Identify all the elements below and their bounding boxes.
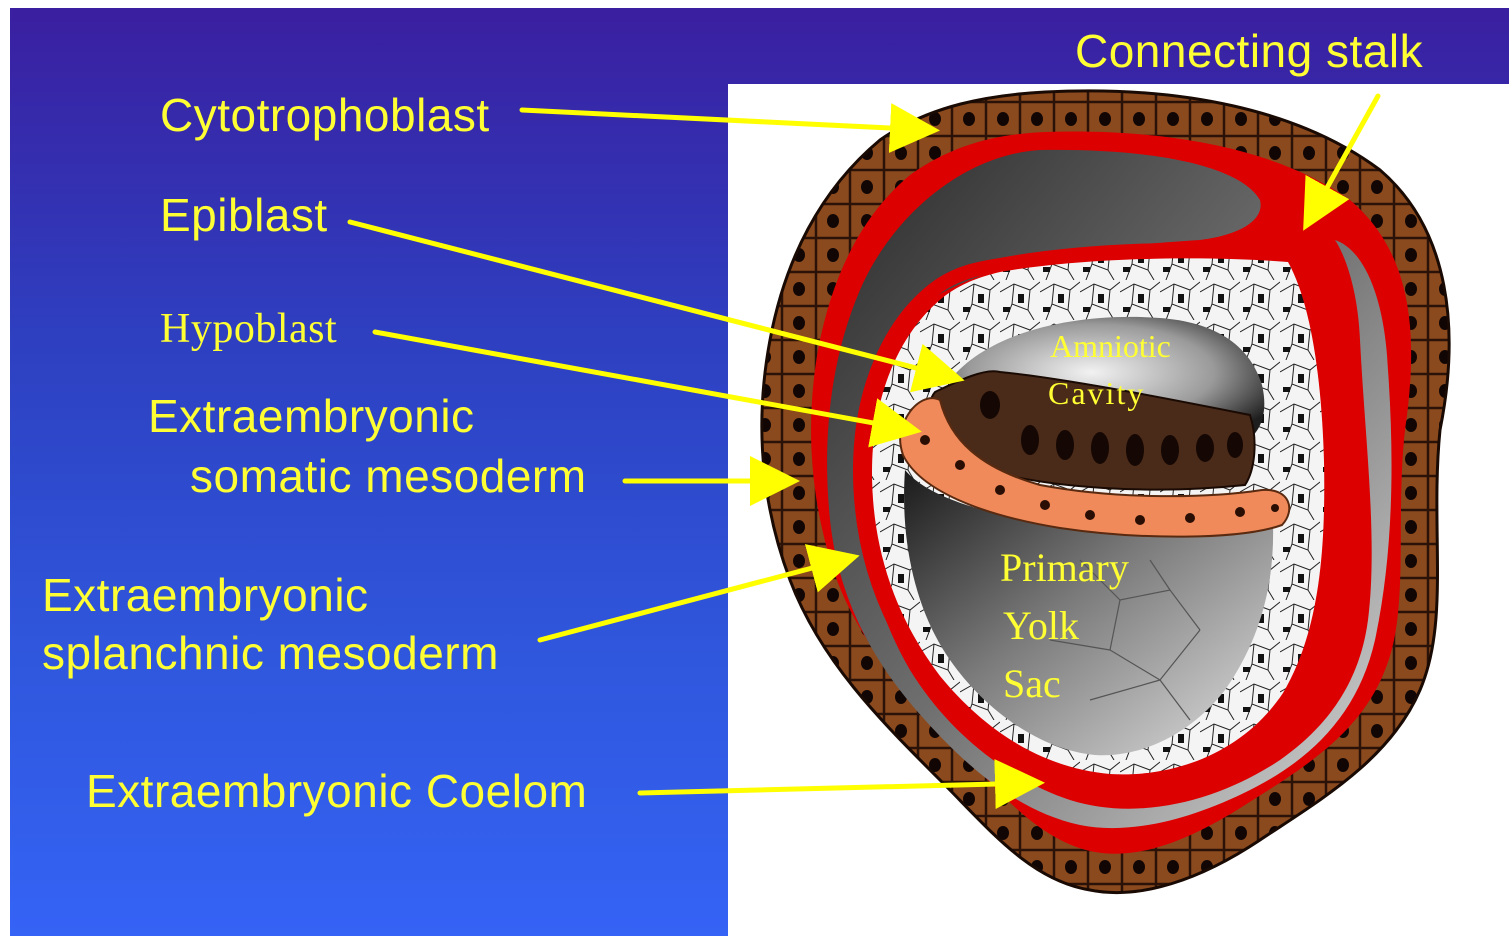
label-epiblast: Epiblast: [160, 192, 328, 238]
label-connecting-stalk: Connecting stalk: [1075, 28, 1423, 74]
label-somatic-mesoderm-line1: Extraembryonic: [148, 393, 475, 439]
label-hypoblast: Hypoblast: [160, 308, 337, 350]
label-yolk-line3: Sac: [1003, 664, 1061, 704]
arrow-cytotrophoblast: [522, 110, 930, 130]
label-amniotic-line1: Amniotic: [1050, 330, 1171, 362]
label-splanchnic-mesoderm-line2: splanchnic mesoderm: [42, 630, 499, 676]
label-amniotic-line2: Cavity: [1048, 377, 1145, 409]
label-somatic-mesoderm-line2: somatic mesoderm: [190, 453, 587, 499]
label-yolk-line1: Primary: [1000, 548, 1129, 588]
label-yolk-line2: Yolk: [1003, 606, 1079, 646]
label-splanchnic-mesoderm-line1: Extraembryonic: [42, 572, 369, 618]
label-cytotrophoblast: Cytotrophoblast: [160, 92, 490, 138]
label-extraembryonic-coelom: Extraembryonic Coelom: [86, 768, 587, 814]
